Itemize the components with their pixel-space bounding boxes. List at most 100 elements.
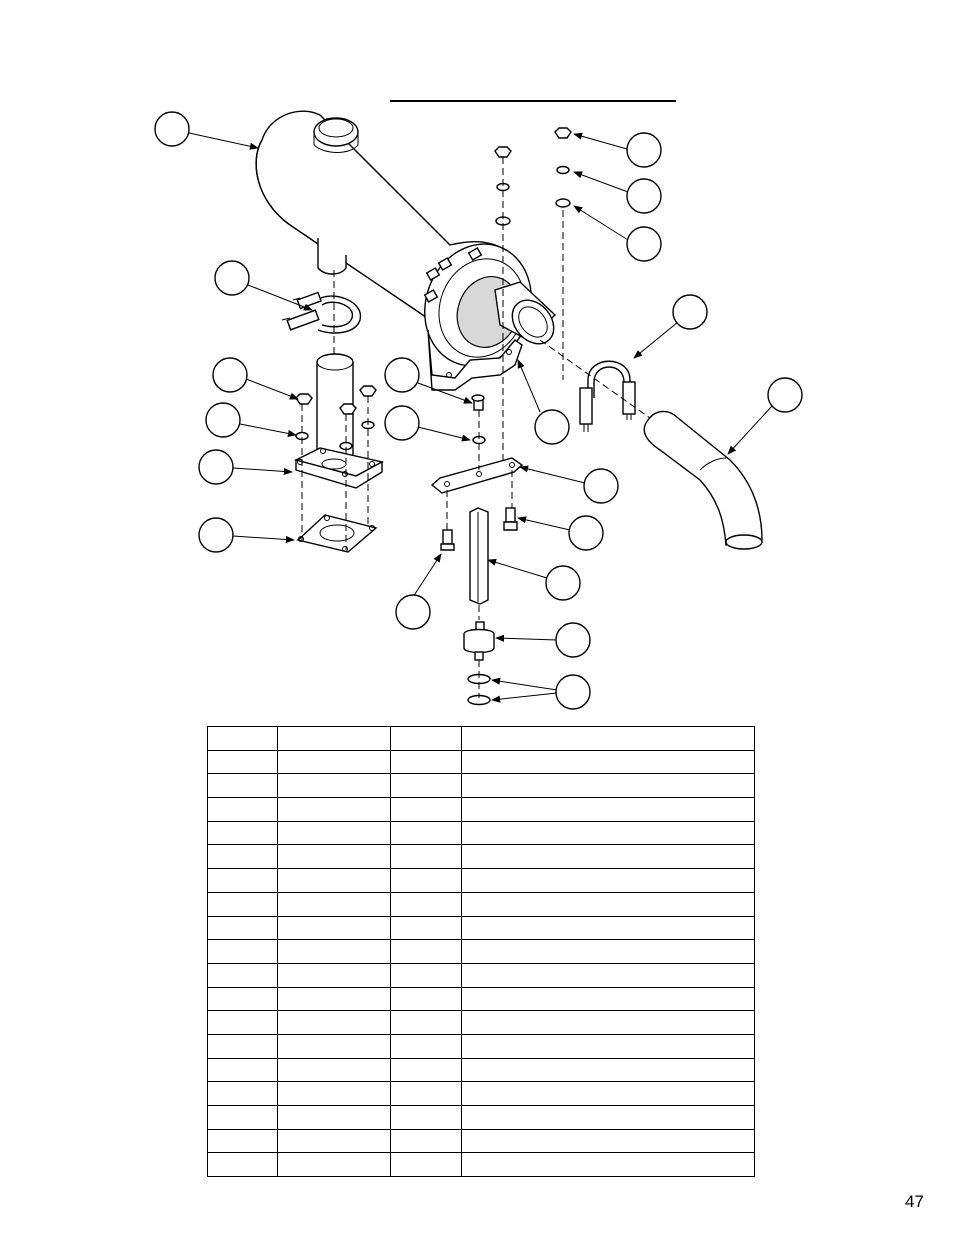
- parts-list-table: [207, 726, 755, 1178]
- tailpipe-assembly: [539, 339, 763, 550]
- table-cell: [390, 1033, 462, 1059]
- muffler: [255, 110, 557, 391]
- callout-balloon: [384, 405, 420, 441]
- table-cell: [390, 1105, 462, 1130]
- table-cell: [207, 915, 278, 941]
- table-cell: [461, 915, 755, 941]
- callout-balloon: [583, 468, 619, 504]
- table-cell: [277, 1033, 391, 1059]
- table-row: [207, 915, 755, 941]
- table-cell: [390, 726, 462, 751]
- table-cell: [461, 797, 755, 822]
- callout-balloon: [626, 178, 662, 214]
- page-number: 47: [905, 1192, 924, 1211]
- callout-balloon: [205, 402, 241, 438]
- table-cell: [207, 844, 278, 870]
- table-cell: [390, 773, 462, 799]
- table-cell: [207, 820, 278, 846]
- table-cell: [207, 891, 278, 917]
- callouts: [154, 111, 803, 710]
- table-cell: [277, 1152, 391, 1178]
- table-cell: [461, 726, 755, 751]
- callout-balloon: [545, 565, 581, 601]
- table-cell: [461, 773, 755, 799]
- table-row: [207, 891, 755, 917]
- table-row: [207, 986, 755, 1012]
- table-row: [207, 939, 755, 964]
- table-row: [207, 1128, 755, 1154]
- table-cell: [390, 749, 462, 775]
- table-cell: [277, 820, 391, 846]
- exhaust-exploded-diagram: [154, 110, 803, 710]
- table-row: [207, 749, 755, 775]
- table-cell: [461, 844, 755, 870]
- table-cell: [277, 749, 391, 775]
- table-row: [207, 1057, 755, 1083]
- callout-balloon: [395, 594, 431, 630]
- table-row: [207, 1081, 755, 1106]
- table-cell: [207, 939, 278, 964]
- table-cell: [207, 962, 278, 988]
- callout-balloon: [626, 226, 662, 262]
- table-cell: [390, 868, 462, 893]
- table-cell: [277, 1081, 391, 1106]
- table-cell: [390, 1128, 462, 1154]
- table-cell: [207, 1010, 278, 1035]
- callout-balloon: [198, 449, 234, 485]
- table-cell: [277, 1105, 391, 1130]
- callout-balloon: [555, 622, 591, 658]
- table-cell: [461, 939, 755, 964]
- table-cell: [390, 986, 462, 1012]
- table-cell: [277, 1057, 391, 1083]
- table-cell: [277, 797, 391, 822]
- table-cell: [390, 891, 462, 917]
- table-cell: [390, 1081, 462, 1106]
- table-cell: [207, 1033, 278, 1059]
- callout-balloon: [198, 517, 234, 553]
- table-row: [207, 844, 755, 870]
- callout-balloon: [672, 294, 708, 330]
- table-cell: [207, 749, 278, 775]
- table-row: [207, 1105, 755, 1130]
- table-cell: [461, 1057, 755, 1083]
- table-cell: [277, 1010, 391, 1035]
- table-cell: [277, 1128, 391, 1154]
- callout-balloon: [214, 260, 250, 296]
- table-row: [207, 797, 755, 822]
- mount-assembly: [430, 394, 524, 706]
- table-cell: [461, 1152, 755, 1178]
- table-cell: [277, 939, 391, 964]
- table-cell: [277, 962, 391, 988]
- parts-table-body: [207, 726, 755, 1178]
- callout-balloon: [555, 674, 591, 710]
- table-row: [207, 868, 755, 893]
- table-cell: [390, 844, 462, 870]
- table-cell: [461, 1105, 755, 1130]
- table-cell: [390, 1057, 462, 1083]
- table-cell: [277, 844, 391, 870]
- table-row: [207, 1152, 755, 1178]
- table-cell: [207, 986, 278, 1012]
- top-hardware: [494, 127, 572, 470]
- table-cell: [277, 915, 391, 941]
- callout-balloon: [568, 515, 604, 551]
- table-cell: [461, 820, 755, 846]
- table-cell: [390, 820, 462, 846]
- table-cell: [207, 1128, 278, 1154]
- table-cell: [390, 1152, 462, 1178]
- table-cell: [277, 868, 391, 893]
- left-pipe-assembly: [281, 270, 384, 553]
- callout-balloon: [767, 377, 803, 413]
- callout-balloon: [154, 111, 190, 147]
- table-row: [207, 1033, 755, 1059]
- table-cell: [207, 868, 278, 893]
- table-cell: [277, 891, 391, 917]
- table-cell: [277, 726, 391, 751]
- table-cell: [390, 939, 462, 964]
- callout-balloon: [212, 357, 248, 393]
- callout-balloon: [534, 409, 570, 445]
- table-cell: [461, 1033, 755, 1059]
- table-cell: [390, 962, 462, 988]
- table-cell: [461, 749, 755, 775]
